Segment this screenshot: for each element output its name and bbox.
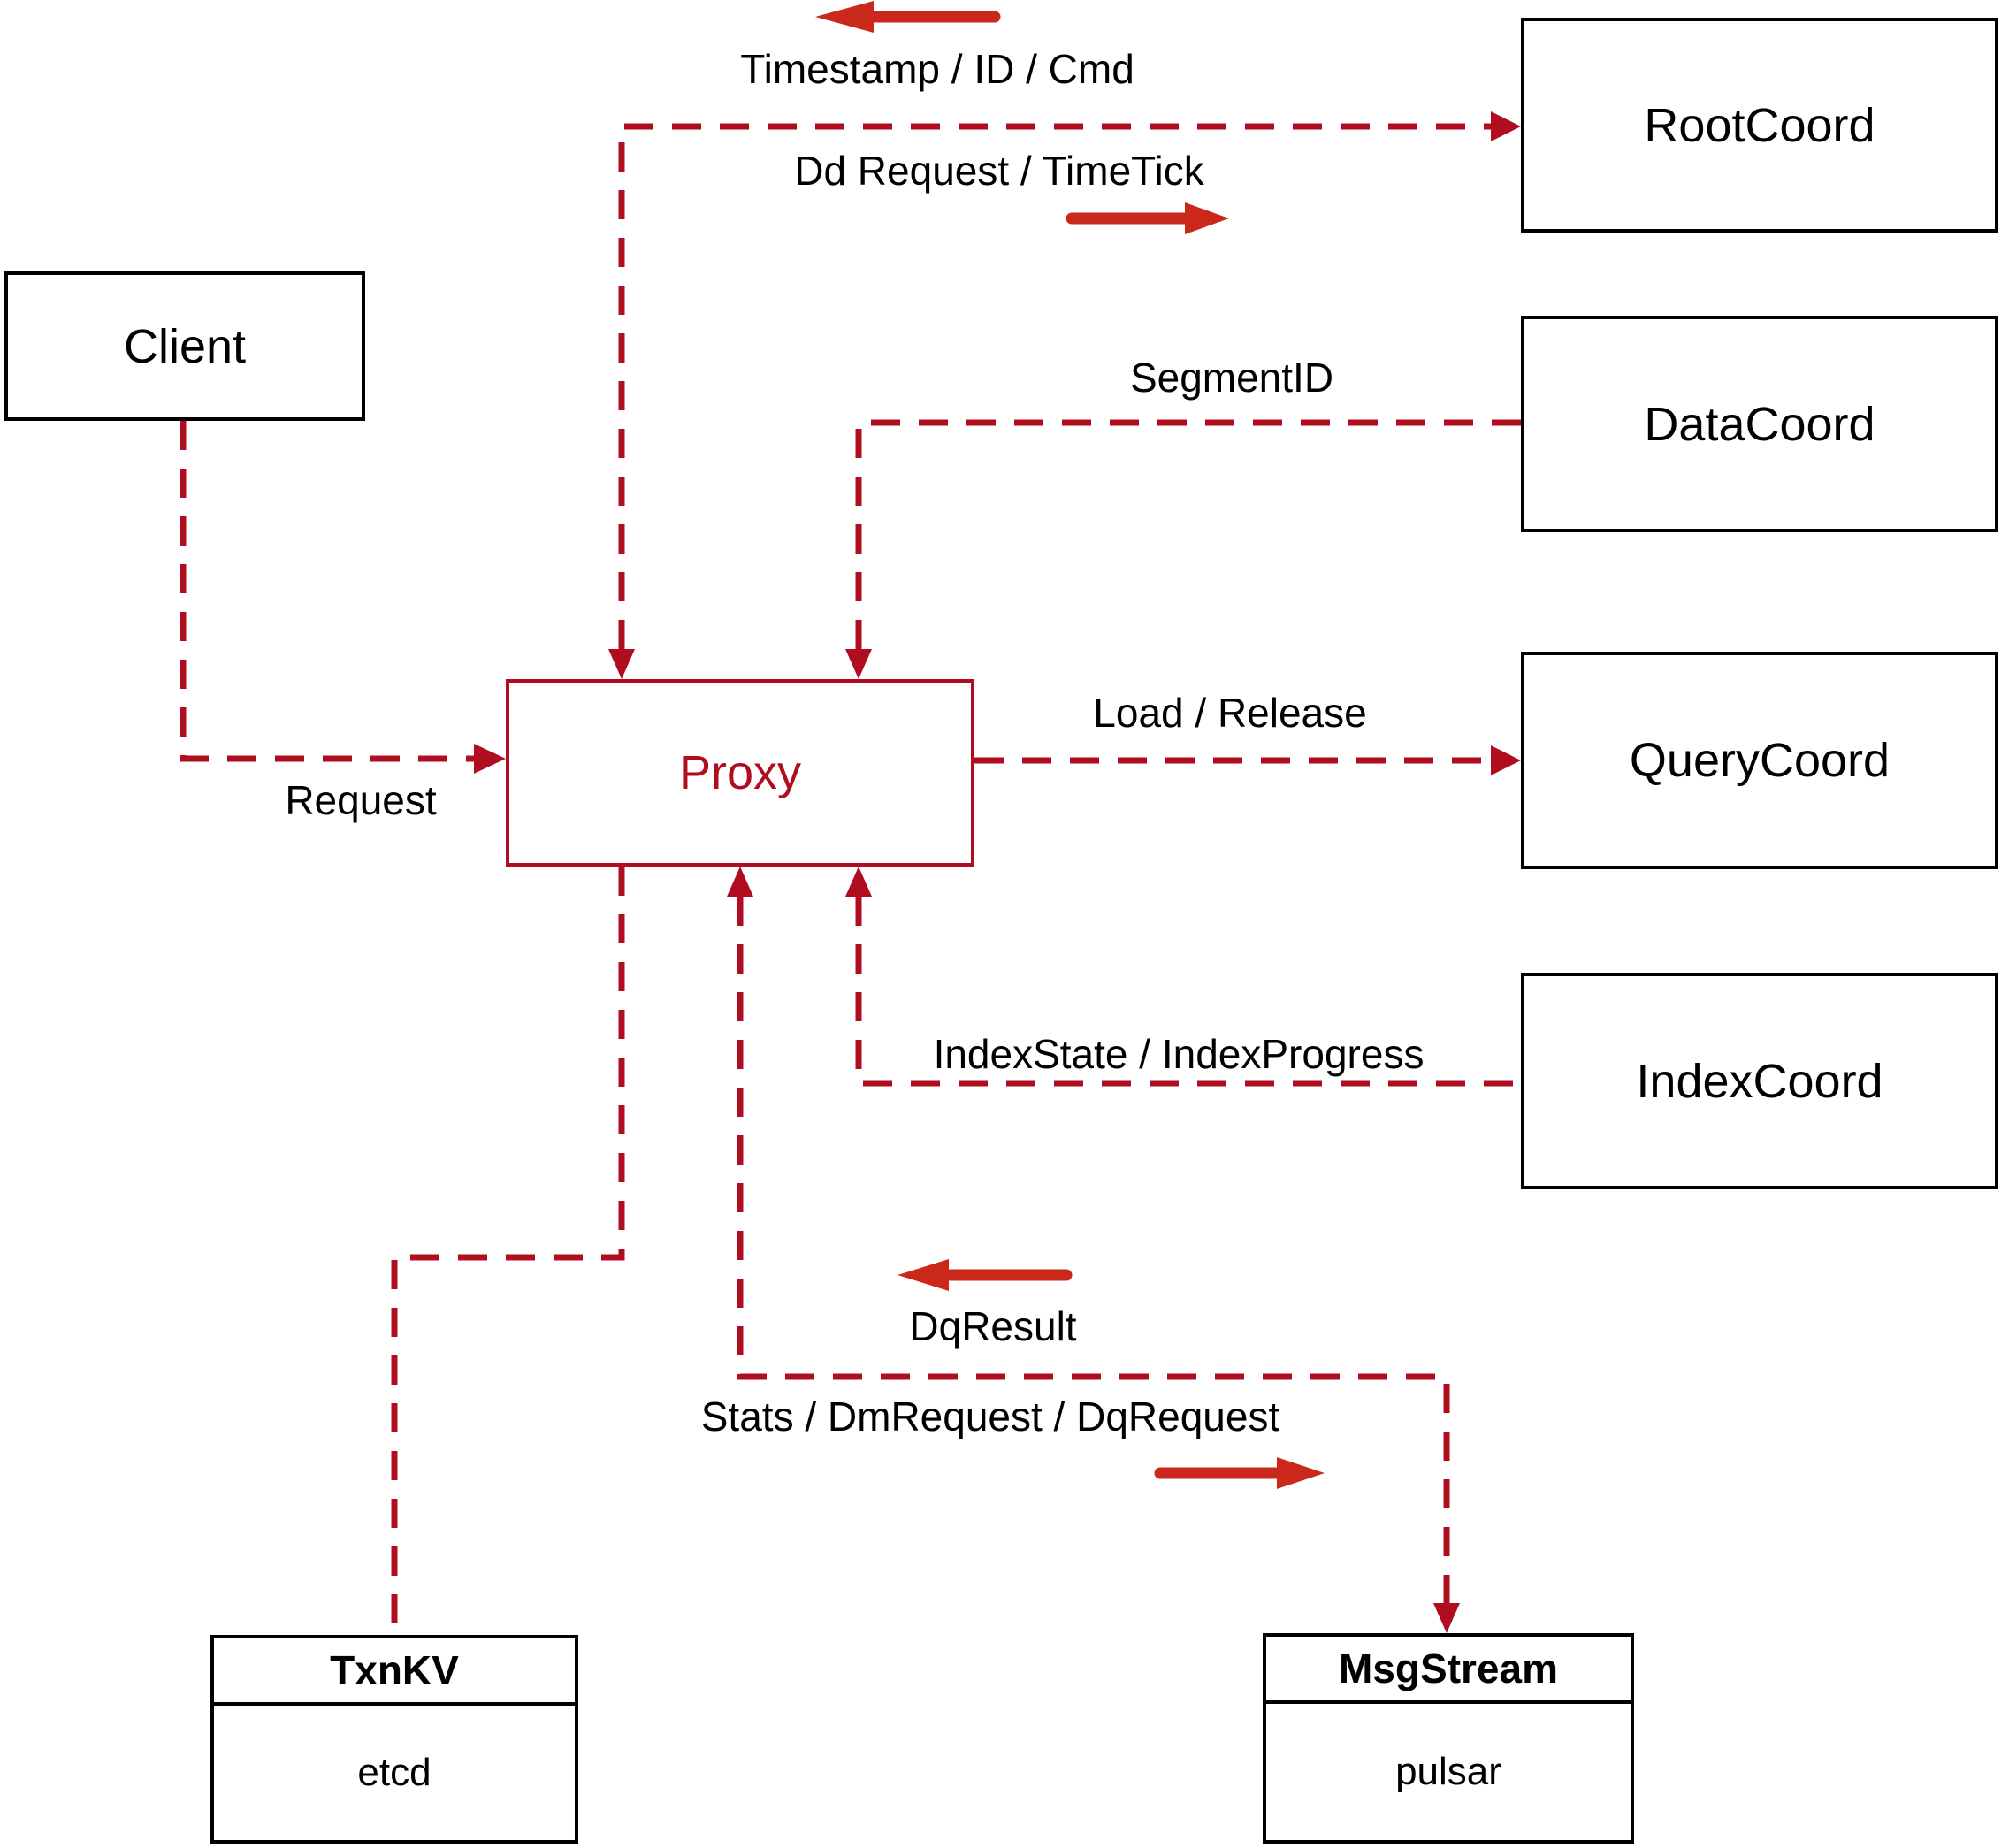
datacoord-to-proxy-connector (855, 419, 1521, 649)
arrow-right-icon (1066, 202, 1229, 234)
node-indexcoord: IndexCoord (1521, 973, 1998, 1189)
node-txnkv: TxnKV etcd (210, 1635, 578, 1844)
arrowhead-into-proxy-top-right (845, 649, 872, 679)
arrowhead-into-querycoord (1491, 745, 1521, 775)
arrow-left-icon (898, 1259, 1073, 1291)
indexcoord-to-proxy-connector (855, 897, 1521, 1087)
arrowhead-into-proxy-bottom-mid (727, 867, 753, 897)
arrow-left-icon (815, 1, 1001, 33)
edge-label-load-release: Load / Release (1093, 690, 1367, 736)
node-proxy: Proxy (506, 679, 974, 867)
txnkv-body: etcd (357, 1751, 432, 1794)
arrowhead-into-proxy-bottom-right (845, 867, 872, 897)
edge-label-timestamp-id-cmd: Timestamp / ID / Cmd (740, 46, 1134, 92)
arrowhead-into-rootcoord (1491, 111, 1521, 141)
proxy-rootcoord-connector (618, 123, 1491, 649)
node-msgstream: MsgStream pulsar (1263, 1633, 1634, 1844)
proxy-msgstream-connector (737, 897, 1450, 1603)
edge-label-dd-request-timetick: Dd Request / TimeTick (794, 148, 1204, 194)
msgstream-body: pulsar (1395, 1750, 1501, 1793)
node-datacoord: DataCoord (1521, 316, 1998, 532)
node-rootcoord: RootCoord (1521, 18, 1998, 233)
node-querycoord: QueryCoord (1521, 652, 1998, 869)
proxy-to-txnkv-connector (391, 867, 625, 1636)
edge-label-request: Request (285, 777, 437, 823)
edge-label-indexstate-indexprogress: IndexState / IndexProgress (933, 1031, 1425, 1077)
edge-label-dqresult: DqResult (909, 1303, 1077, 1349)
msgstream-title: MsgStream (1266, 1637, 1631, 1704)
client-to-proxy-connector (180, 421, 474, 762)
arrow-right-icon (1154, 1457, 1325, 1489)
node-client: Client (4, 271, 365, 421)
txnkv-title: TxnKV (214, 1638, 575, 1706)
edge-label-stats-dmrequest-dqrequest: Stats / DmRequest / DqRequest (700, 1394, 1280, 1439)
arrowhead-into-msgstream (1433, 1603, 1460, 1633)
arrowhead-into-proxy-top-left (608, 649, 635, 679)
arrowhead-into-proxy-left (474, 744, 506, 774)
edge-label-segmentid: SegmentID (1129, 355, 1334, 401)
